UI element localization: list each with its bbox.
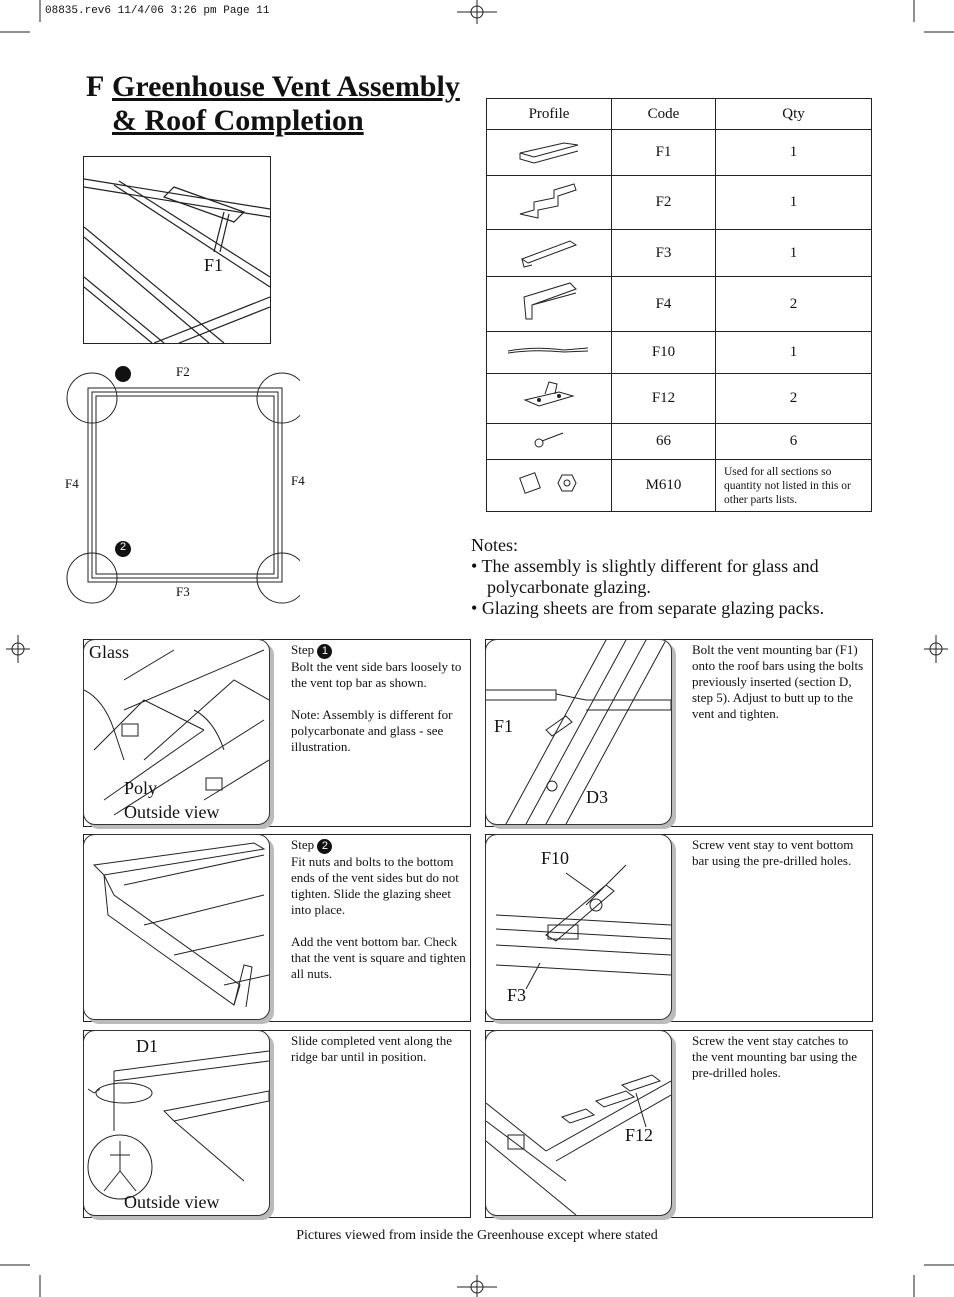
step-prefix: Step — [291, 642, 315, 657]
step6-illustration — [485, 1030, 672, 1216]
profile-f4-icon — [486, 276, 612, 332]
note-item: • The assembly is slightly different for… — [471, 556, 819, 597]
cell-qty: 1 — [715, 175, 872, 230]
cell-qty: 1 — [715, 229, 872, 277]
label-d3: D3 — [586, 787, 608, 807]
label-d1: D1 — [136, 1036, 158, 1056]
step-instruction: Fit nuts and bolts to the bottom ends of… — [291, 854, 459, 917]
section-letter: F — [86, 70, 105, 103]
cell-qty: 1 — [715, 129, 872, 176]
step-instruction: Bolt the vent side bars loosely to the v… — [291, 659, 462, 690]
cell-code: F12 — [611, 373, 716, 424]
print-slug: 08835.rev6 11/4/06 3:26 pm Page 11 — [45, 5, 270, 17]
label-f1: F1 — [494, 716, 514, 736]
table-row: F10 1 — [486, 331, 872, 374]
step4-text: Bolt the vent mounting bar (F1) onto the… — [692, 642, 864, 721]
step6-text: Screw the vent stay catches to the vent … — [692, 1033, 858, 1080]
note-text: Glazing sheets are from separate glazing… — [481, 598, 825, 618]
cell-code: 66 — [611, 423, 716, 460]
notes-heading: Notes: — [471, 535, 518, 555]
table-row: F1 1 — [486, 129, 872, 176]
cell-code: M610 — [611, 459, 716, 512]
step4-illustration — [485, 639, 672, 825]
cell-code: F3 — [611, 229, 716, 277]
label-outside-view: Outside view — [124, 802, 220, 822]
frame-label-top: F2 — [176, 364, 190, 379]
step-number-badge: 2 — [317, 839, 333, 854]
page-title: Greenhouse Vent Assembly & Roof Completi… — [112, 70, 460, 138]
step1-text: Step 1 Bolt the vent side bars loosely t… — [291, 642, 466, 755]
vent-roof-figure: F1 — [83, 156, 271, 344]
badge-br: 2 — [306, 541, 314, 553]
table-row: M610 Used for all sections so quantity n… — [486, 459, 872, 512]
step-note: Add the vent bottom bar. Check that the … — [291, 934, 466, 981]
parts-table: Profile Code Qty F1 1 F2 1 F3 1 F4 2 F10… — [486, 98, 872, 512]
frame-label-bottom: F3 — [176, 584, 190, 599]
table-header-row: Profile Code Qty — [486, 98, 872, 130]
step5-illustration — [485, 834, 672, 1020]
roof-bars-illustration — [84, 178, 270, 343]
header-code: Code — [611, 98, 716, 130]
step3-text: Slide completed vent along the ridge bar… — [291, 1033, 453, 1064]
profile-f2-icon — [486, 175, 612, 230]
title-line-1: Greenhouse Vent Assembly — [112, 70, 460, 103]
step3-illustration — [83, 1030, 270, 1216]
stay-catch-icon — [486, 373, 612, 424]
footer-caption: Pictures viewed from inside the Greenhou… — [296, 1228, 658, 1243]
label-glass: Glass — [89, 642, 129, 662]
table-row: F12 2 — [486, 373, 872, 424]
label-poly: Poly — [124, 778, 158, 798]
header-qty: Qty — [715, 98, 872, 130]
step-note: Note: Assembly is different for polycarb… — [291, 707, 453, 754]
table-row: F2 1 — [486, 175, 872, 230]
note-item: • Glazing sheets are from separate glazi… — [471, 598, 825, 618]
badge-tl: 1 — [60, 366, 68, 378]
label-f10: F10 — [541, 848, 570, 868]
nut-bolt-icon — [486, 459, 612, 512]
step-prefix: Step — [291, 837, 315, 852]
step1-illustration — [83, 639, 270, 825]
notes-block: Notes: • The assembly is slightly differ… — [471, 535, 891, 619]
vent-stay-icon — [486, 331, 612, 374]
cell-code: F1 — [611, 129, 716, 176]
label-f1: F1 — [204, 255, 224, 275]
screw-icon — [486, 423, 612, 460]
vent-frame-diagram — [66, 366, 300, 604]
step2-text: Step 2 Fit nuts and bolts to the bottom … — [291, 837, 466, 982]
frame-label-left: F4 — [65, 476, 79, 491]
cell-code: F2 — [611, 175, 716, 230]
title-line-2: & Roof Completion — [112, 104, 364, 137]
badge-bl: 2 — [119, 541, 127, 553]
table-row: F4 2 — [486, 276, 872, 332]
cell-code: F10 — [611, 331, 716, 374]
cell-code: F4 — [611, 276, 716, 332]
note-text: The assembly is slightly different for g… — [481, 556, 819, 597]
table-row: 66 6 — [486, 423, 872, 460]
cell-qty: 2 — [715, 276, 872, 332]
step5-text: Screw vent stay to vent bottom bar using… — [692, 837, 854, 868]
label-outside-view: Outside view — [124, 1192, 220, 1212]
cell-qty-note: Used for all sections so quantity not li… — [715, 459, 872, 512]
cell-qty: 2 — [715, 373, 872, 424]
cell-qty: 6 — [715, 423, 872, 460]
label-f3: F3 — [507, 985, 527, 1005]
step2-illustration — [83, 834, 270, 1020]
label-f12: F12 — [625, 1125, 654, 1145]
profile-f1-icon — [486, 129, 612, 176]
profile-f3-icon — [486, 229, 612, 277]
header-profile: Profile — [486, 98, 612, 130]
table-row: F3 1 — [486, 229, 872, 277]
cell-qty: 1 — [715, 331, 872, 374]
frame-label-right: F4 — [291, 473, 305, 488]
step-number-badge: 1 — [317, 644, 333, 659]
badge-tr: 1 — [306, 366, 314, 378]
